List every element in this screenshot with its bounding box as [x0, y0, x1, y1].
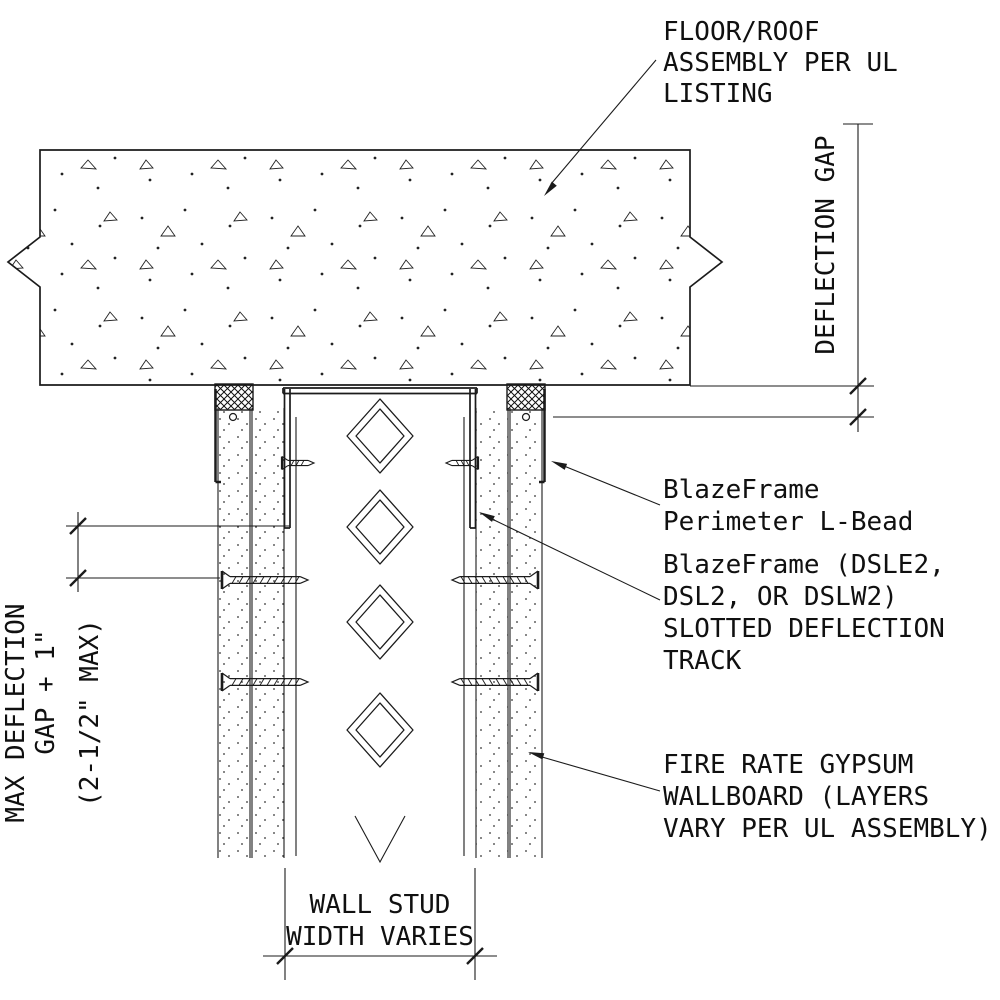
- track-web: [282, 387, 478, 395]
- dimension-tick: [276, 947, 294, 965]
- floor-roof-label-line-1: FLOOR/ROOF: [663, 17, 820, 47]
- wall-break-line: [354, 815, 406, 864]
- knockout-inner: [355, 594, 405, 650]
- leader-arrowhead: [479, 512, 495, 522]
- slotted-track-label-line-2: DSL2, OR DSLW2): [663, 582, 898, 612]
- slotted-track-label-line-1: BlazeFrame (DSLE2,: [663, 550, 945, 580]
- wall-stud-label-line-2: WIDTH VARIES: [286, 922, 474, 952]
- firestop-hatch-right: [506, 383, 546, 411]
- knockout-outer: [346, 489, 414, 565]
- gypsum-fill: [218, 408, 250, 858]
- ext-lines: [284, 868, 476, 980]
- knockout-outer: [346, 692, 414, 768]
- max-deflection-dimension: MAX DEFLECTION GAP + 1" (2-1/2" MAX): [1, 512, 290, 823]
- track-slot-screw-left: [280, 455, 316, 471]
- gypsum-right-outer-layer: [509, 408, 543, 858]
- l-bead-label-line-2: Perimeter L-Bead: [663, 507, 913, 537]
- l-bead-right: [521, 389, 546, 484]
- knockout-outer: [346, 584, 414, 660]
- knockout-outer: [346, 398, 414, 474]
- wall-stud-width-dimension: WALL STUD WIDTH VARIES: [263, 868, 497, 980]
- gypsum-label-line-1: FIRE RATE GYPSUM: [663, 750, 913, 780]
- max-deflection-label-line-2: GAP + 1": [31, 629, 61, 754]
- gypsum-fill: [476, 408, 508, 858]
- l-bead-left: [214, 389, 238, 484]
- dimension-tick: [466, 947, 484, 965]
- l-bead-callout: BlazeFrame Perimeter L-Bead: [551, 461, 913, 537]
- leader-arrowhead: [528, 752, 545, 760]
- gypsum-callout: FIRE RATE GYPSUM WALLBOARD (LAYERS VARY …: [528, 750, 992, 844]
- slotted-track-label-line-4: TRACK: [663, 646, 742, 676]
- gypsum-fill: [252, 408, 284, 858]
- l-bead-fastener: [228, 412, 238, 422]
- slab-outline: [6, 149, 724, 386]
- gypsum-label-line-2: WALLBOARD (LAYERS: [663, 782, 929, 812]
- floor-roof-label-line-3: LISTING: [663, 79, 773, 109]
- floor-roof-label-line-2: ASSEMBLY PER UL: [663, 48, 898, 78]
- l-bead-fastener: [521, 412, 531, 422]
- l-bead-label-line-1: BlazeFrame: [663, 475, 820, 505]
- leader-line: [491, 518, 661, 601]
- wall-stud: [295, 398, 465, 864]
- slotted-track-label-line-3: SLOTTED DEFLECTION: [663, 614, 945, 644]
- firestop-hatch-left: [214, 383, 254, 411]
- l-bead-profile: [539, 389, 546, 484]
- stud-knockouts: [346, 398, 414, 768]
- knockout-inner: [355, 499, 405, 555]
- leader-line: [563, 465, 661, 506]
- leader-line: [550, 59, 657, 185]
- gypsum-fill: [510, 408, 542, 858]
- leader-arrowhead: [551, 461, 568, 470]
- wall-stud-label-line-1: WALL STUD: [310, 890, 451, 920]
- track-slot-screw-right: [444, 455, 480, 471]
- max-deflection-label-line-1: MAX DEFLECTION: [1, 603, 31, 822]
- max-deflection-paren-label: (2-1/2" MAX): [75, 619, 105, 807]
- deflection-gap-label: DEFLECTION GAP: [811, 135, 841, 354]
- leader-arrowhead: [544, 181, 557, 196]
- floor-roof-callout: FLOOR/ROOF ASSEMBLY PER UL LISTING: [544, 17, 898, 196]
- l-bead-profile: [214, 389, 221, 484]
- knockout-inner: [355, 702, 405, 758]
- gypsum-left-outer-layer: [217, 408, 251, 858]
- stud-flanges: [295, 417, 465, 856]
- deflection-gap-dimension: DEFLECTION GAP: [553, 123, 874, 432]
- knockout-inner: [355, 408, 405, 464]
- concrete-slab: [6, 149, 874, 387]
- slab-fill: [8, 150, 722, 385]
- dimension-tick: [849, 377, 867, 395]
- gypsum-left-inner-layer: [251, 408, 285, 858]
- gypsum-label-line-3: VARY PER UL ASSEMBLY): [663, 814, 992, 844]
- slotted-track-callout: BlazeFrame (DSLE2, DSL2, OR DSLW2) SLOTT…: [479, 512, 945, 676]
- wall-assembly: [214, 383, 546, 864]
- gypsum-right-inner-layer: [475, 408, 509, 858]
- dimension-tick: [849, 408, 867, 426]
- leader-line: [541, 756, 661, 792]
- dimension-tick: [69, 569, 87, 587]
- dimension-tick: [69, 517, 87, 535]
